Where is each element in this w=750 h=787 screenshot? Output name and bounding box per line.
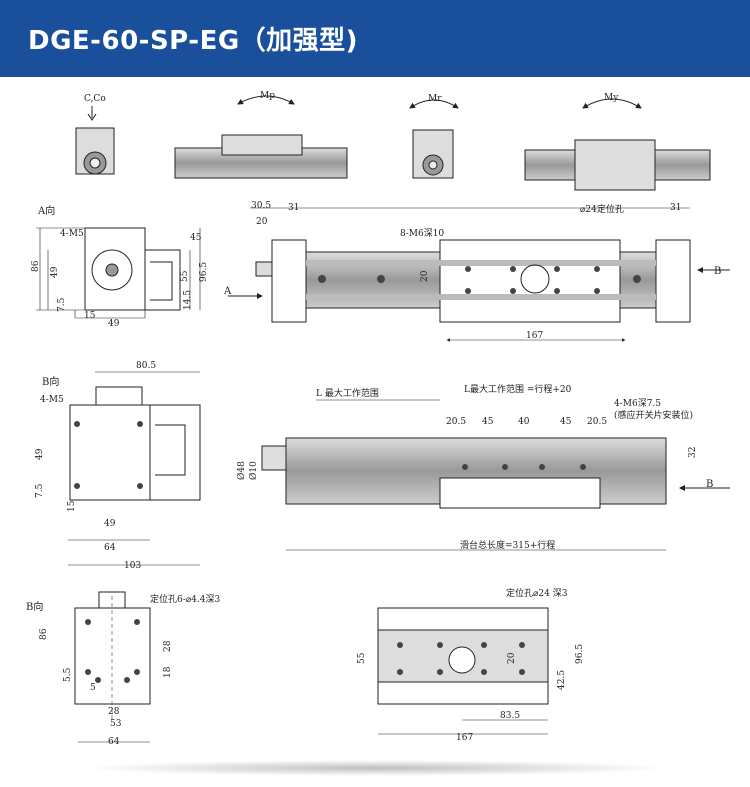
carriage-dim-965: 96.5 bbox=[575, 644, 585, 664]
a-dim-145: 14.5 bbox=[183, 290, 193, 310]
side-dim-d10: Ø10 bbox=[248, 461, 259, 480]
b2-dim-55: 5.5 bbox=[63, 667, 73, 682]
top-dim-20b: 20 bbox=[420, 270, 430, 282]
carriage-dim-425: 42.5 bbox=[557, 670, 567, 690]
roll-moment-icon: Mr bbox=[409, 94, 459, 179]
a-dim-965: 96.5 bbox=[199, 262, 209, 282]
b1-view-label: B向 bbox=[42, 375, 59, 388]
top-dim-20: 20 bbox=[256, 217, 268, 227]
a-view-label: A向 bbox=[37, 204, 55, 217]
side-view bbox=[261, 399, 730, 551]
carriage-dim-835: 83.5 bbox=[500, 711, 520, 721]
bottom-shadow bbox=[80, 760, 670, 776]
b-view-1: B向 bbox=[42, 371, 201, 566]
b2-dim-86: 86 bbox=[39, 628, 49, 640]
a-dim-55: 55 bbox=[180, 270, 190, 282]
a-dim-86: 86 bbox=[31, 260, 41, 272]
b2-pin-label: 定位孔6-⌀4.4深3 bbox=[150, 593, 220, 605]
b1-dim-15: 15 bbox=[67, 500, 77, 512]
arrow-a-label: A bbox=[223, 286, 232, 297]
carriage-view bbox=[377, 607, 549, 735]
yaw-moment-icon: My bbox=[524, 93, 711, 191]
a-view: A向 bbox=[36, 204, 201, 319]
carriage-dim-167: 167 bbox=[456, 733, 473, 743]
force-icon: C,Co bbox=[75, 94, 115, 175]
b2-dim-5: 5 bbox=[90, 683, 96, 693]
force-label: C,Co bbox=[84, 94, 106, 104]
a-dim-45: 45 bbox=[190, 233, 202, 243]
b1-dim-103: 103 bbox=[124, 561, 141, 571]
side-dim-32: 32 bbox=[688, 447, 698, 458]
pin-label: ⌀24定位孔 bbox=[580, 203, 624, 215]
b2-view-label: B向 bbox=[26, 600, 43, 613]
top-view bbox=[228, 207, 730, 342]
side-dim-40: 40 bbox=[518, 417, 530, 427]
carriage-dim-55: 55 bbox=[357, 652, 367, 664]
side-dim-45b: 45 bbox=[560, 417, 572, 427]
side-dim-205b: 20.5 bbox=[587, 417, 607, 427]
b1-dim-49v: 49 bbox=[35, 448, 45, 460]
side-dim-45a: 45 bbox=[482, 417, 494, 427]
mr-label: Mr bbox=[428, 94, 442, 104]
arrow-b-label: B bbox=[714, 266, 721, 277]
top-dim-305: 30.5 bbox=[251, 201, 271, 211]
page-title: DGE-60-SP-EG（加强型) bbox=[28, 26, 359, 56]
top-view-holes bbox=[318, 266, 641, 294]
b2-dim-18: 18 bbox=[163, 666, 173, 678]
a-dim-49h: 49 bbox=[108, 319, 120, 329]
top-dim-31: 31 bbox=[288, 203, 299, 213]
holes-label: 8-M6深10 bbox=[400, 228, 444, 239]
a-m5: 4-M5 bbox=[60, 229, 84, 239]
pitch-moment-icon: Mp bbox=[174, 91, 348, 179]
b2-dim-28h: 28 bbox=[108, 707, 120, 717]
a-dim-15: 15 bbox=[84, 311, 96, 321]
total-length-label: 滑台总长度=315+行程 bbox=[460, 539, 555, 551]
m6-label: 4-M6深7.5 bbox=[614, 398, 661, 409]
mp-label: Mp bbox=[260, 91, 275, 101]
b-view-2: B向 bbox=[26, 591, 151, 743]
b2-dim-53: 53 bbox=[110, 719, 122, 729]
a-dim-75: 7.5 bbox=[57, 297, 67, 312]
b1-dim-64: 64 bbox=[104, 543, 116, 553]
b1-dim-49h: 49 bbox=[104, 519, 116, 529]
carriage-pin-label: 定位孔⌀24 深3 bbox=[506, 587, 568, 599]
m6-sub-label: (感应开关片安装位) bbox=[614, 409, 693, 421]
stroke-label: L 最大工作范围 bbox=[316, 387, 379, 399]
side-dim-d48: Ø48 bbox=[236, 461, 247, 480]
stroke-label-2: L最大工作范围 =行程+20 bbox=[464, 383, 572, 395]
b2-dim-64: 64 bbox=[108, 737, 120, 747]
a-dim-49v: 49 bbox=[50, 266, 60, 278]
top-dim-167: 167 bbox=[526, 331, 543, 341]
b1-m5: 4-M5 bbox=[40, 395, 64, 405]
side-dim-205a: 20.5 bbox=[446, 417, 466, 427]
title-banner: DGE-60-SP-EG（加强型) bbox=[0, 0, 750, 77]
b2-dim-28: 28 bbox=[163, 640, 173, 652]
arrow-b2-label: B bbox=[706, 479, 713, 490]
b1-dim-75: 7.5 bbox=[35, 483, 45, 498]
top-dim-31-right: 31 bbox=[670, 203, 681, 213]
my-label: My bbox=[604, 93, 619, 103]
b1-dim-805: 80.5 bbox=[136, 361, 156, 371]
carriage-dim-20: 20 bbox=[507, 652, 517, 664]
